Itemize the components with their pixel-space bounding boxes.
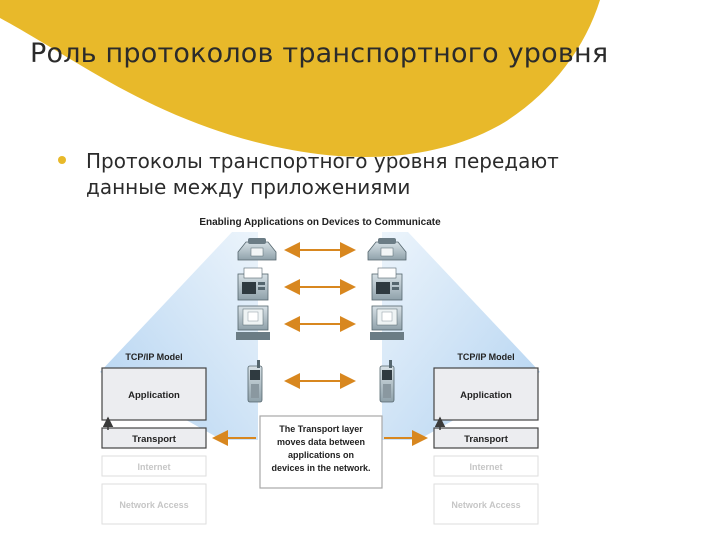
mobile-phone-icon-right bbox=[379, 360, 395, 403]
left-layer-network-access-label: Network Access bbox=[119, 500, 188, 510]
right-stack-title: TCP/IP Model bbox=[457, 352, 514, 362]
fax-machine-icon bbox=[237, 267, 269, 301]
note-line-3: applications on bbox=[288, 450, 354, 460]
bullet-line-2: данные между приложениями bbox=[86, 175, 411, 199]
bullet-text: Протоколы транспортного уровня передают … bbox=[86, 148, 676, 200]
note-line-4: devices in the network. bbox=[271, 463, 370, 473]
left-layer-application-label: Application bbox=[128, 390, 180, 401]
left-layer-transport bbox=[101, 427, 207, 449]
left-layer-network-access bbox=[101, 483, 207, 525]
ip-phone-icon bbox=[237, 238, 277, 261]
fax-machine-icon-right bbox=[371, 267, 403, 301]
right-layer-transport bbox=[433, 427, 539, 449]
right-layer-transport-label: Transport bbox=[464, 434, 509, 445]
slide-title: Роль протоколов транспортного уровня bbox=[30, 38, 609, 69]
right-layer-network-access-label: Network Access bbox=[451, 500, 520, 510]
left-stack-title: TCP/IP Model bbox=[125, 352, 182, 362]
diagram-caption: Enabling Applications on Devices to Comm… bbox=[199, 217, 441, 228]
right-layer-internet bbox=[433, 455, 539, 477]
note-line-2: moves data between bbox=[277, 437, 365, 447]
right-tcpip-stack: TCP/IP Model Application Transport Inter… bbox=[433, 352, 539, 525]
left-layer-internet-label: Internet bbox=[137, 462, 170, 472]
right-layer-application bbox=[433, 367, 539, 421]
bullet-dot-icon bbox=[58, 156, 66, 164]
desktop-computer-icon bbox=[236, 305, 270, 340]
desktop-computer-icon-right bbox=[370, 305, 404, 340]
right-layer-application-label: Application bbox=[460, 390, 512, 401]
left-layer-internet bbox=[101, 455, 207, 477]
mobile-phone-icon bbox=[247, 360, 263, 403]
ip-phone-icon-right bbox=[367, 238, 407, 261]
left-tcpip-stack: TCP/IP Model Application Transport Inter… bbox=[101, 352, 207, 525]
right-layer-internet-label: Internet bbox=[469, 462, 502, 472]
bullet-line-1: Протоколы транспортного уровня передают bbox=[86, 149, 559, 173]
note-line-1: The Transport layer bbox=[279, 424, 363, 434]
left-layer-transport-label: Transport bbox=[132, 434, 177, 445]
left-layer-application bbox=[101, 367, 207, 421]
right-layer-network-access bbox=[433, 483, 539, 525]
transport-note-box bbox=[259, 415, 383, 489]
